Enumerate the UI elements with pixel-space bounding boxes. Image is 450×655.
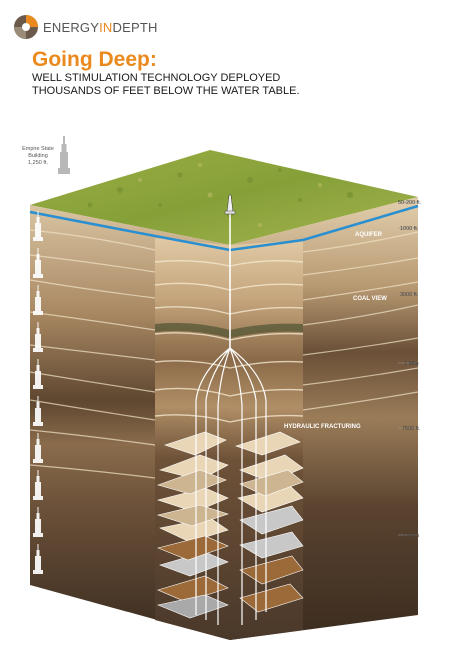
well-derrick-icon (224, 194, 236, 215)
building-stack (33, 211, 43, 574)
label-fracturing: HYDRAULIC FRACTURING (284, 424, 361, 430)
reference-line3: 1,250 ft. (28, 160, 48, 166)
page-subtitle: WELL STIMULATION TECHNOLOGY DEPLOYED THO… (32, 72, 300, 97)
page-title: Going Deep: (32, 48, 157, 71)
label-aquifer: AQUIFER (355, 232, 383, 238)
brand-logo: ENERGYINDEPTH (13, 14, 158, 40)
logo-mark-icon (14, 15, 38, 39)
lateral-wells (195, 347, 267, 625)
depth-label-1: 1000 ft. (400, 226, 419, 232)
ground-surface (30, 150, 418, 245)
depth-label-3: 1 Mile (404, 361, 419, 367)
depth-label-5: 2 Miles (402, 533, 420, 539)
depth-label-0: 50-200 ft. (398, 200, 422, 206)
reference-line2: Building (28, 153, 48, 159)
brand-name: ENERGYINDEPTH (43, 19, 158, 35)
empire-state-reference-icon (58, 136, 70, 174)
depth-label-2: 3000 ft. (400, 292, 419, 298)
depth-label-4: 7500 ft. (402, 426, 421, 432)
label-coal: COAL VIEW (353, 296, 387, 302)
reference-line1: Empire State (22, 146, 54, 152)
coal-seam (155, 322, 303, 338)
